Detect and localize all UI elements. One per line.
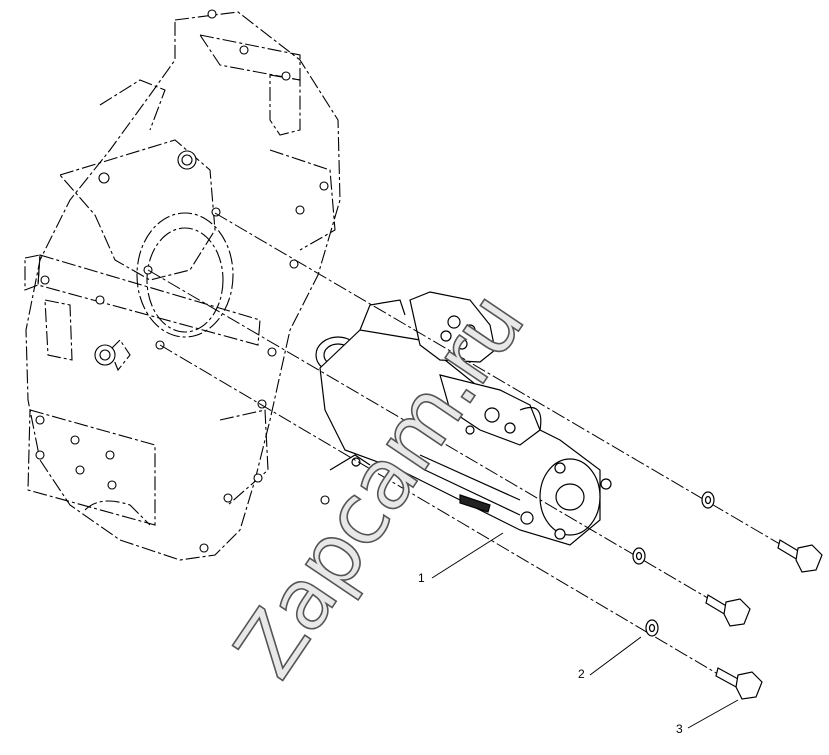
washers xyxy=(632,491,715,637)
starter-motor xyxy=(315,291,612,546)
callout-3: 3 xyxy=(676,722,683,736)
callout-2: 2 xyxy=(578,667,585,681)
housing-bolt-holes xyxy=(35,9,330,553)
callout-1: 1 xyxy=(418,571,425,585)
flywheel-housing xyxy=(24,11,341,561)
leader-lines xyxy=(431,532,739,729)
bolts xyxy=(705,539,823,700)
